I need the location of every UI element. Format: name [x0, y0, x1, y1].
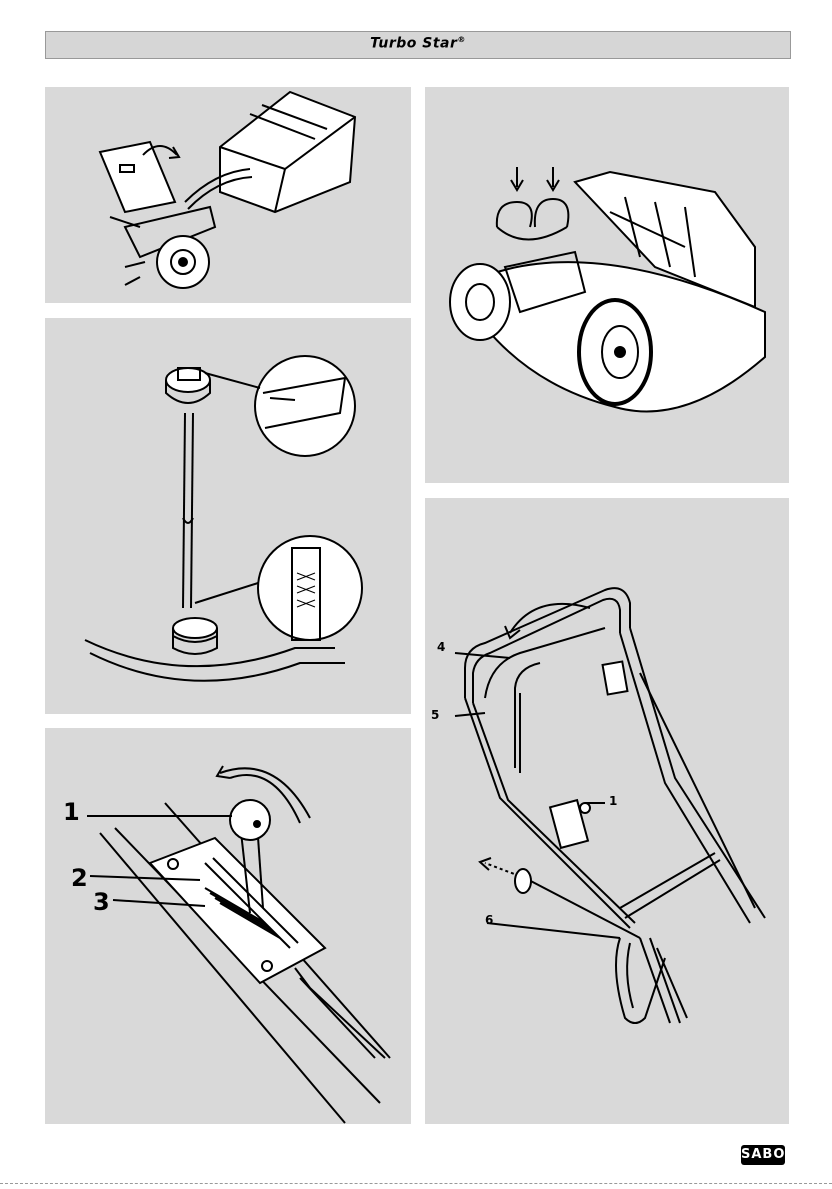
- figure-throttle-lever: 1 2 3: [45, 728, 411, 1124]
- catcher-attach-illustration: [425, 87, 789, 483]
- figure-grass-bag: [45, 87, 411, 303]
- sabo-logo: SABO: [741, 1145, 785, 1165]
- header-bar: Turbo Star®: [45, 31, 791, 59]
- grass-bag-illustration: [45, 87, 411, 303]
- registered-mark: ®: [457, 35, 466, 44]
- throttle-lever-illustration: [45, 728, 411, 1124]
- figure-handle-controls: 4 5 1 6: [425, 498, 789, 1124]
- callout-4: 4: [437, 640, 445, 654]
- callout-6: 6: [485, 913, 493, 927]
- callout-2: 2: [71, 864, 88, 892]
- callout-1-handle: 1: [609, 794, 617, 808]
- callout-1: 1: [63, 798, 80, 826]
- handle-controls-illustration: [425, 498, 789, 1124]
- callout-3: 3: [93, 888, 110, 916]
- callout-5: 5: [431, 708, 439, 722]
- figure-oil-dipstick: [45, 318, 411, 714]
- turbo-star-logo: Turbo Star®: [370, 35, 466, 52]
- figure-catcher-attach: [425, 87, 789, 483]
- logo-text: Turbo Star: [370, 36, 457, 52]
- oil-dipstick-illustration: [45, 318, 411, 714]
- page-trim-line: [0, 1183, 832, 1184]
